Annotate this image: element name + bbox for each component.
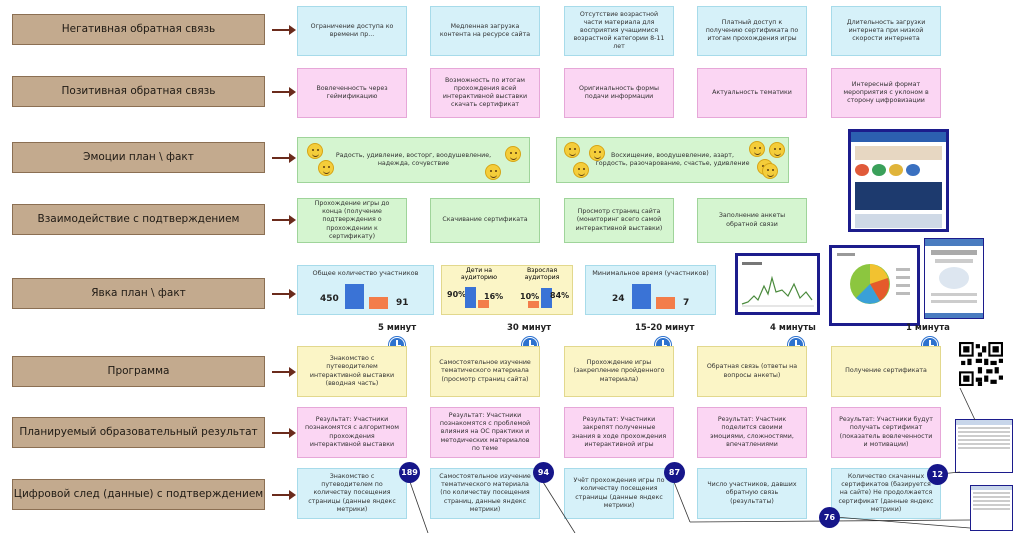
attendance-time-plan-bar — [632, 284, 651, 309]
audience-adults-title: Взрослая аудитория — [524, 267, 560, 282]
pie-chart-icon — [837, 253, 910, 304]
interaction-card: Просмотр страниц сайта (мониторинг всего… — [564, 198, 674, 243]
time-label: 5 минут — [378, 323, 417, 333]
digital-card: Учёт прохождения игры по количеству посе… — [564, 468, 674, 519]
count-badge: 12 — [927, 464, 948, 485]
count-badge: 94 — [533, 462, 554, 483]
arrow-digital — [272, 490, 296, 500]
negative-card: Ограничение доступа ко времени пр... — [297, 6, 407, 56]
arrow-positive — [272, 87, 296, 97]
emoji-icon — [307, 143, 323, 159]
audience-adults-fact: 84% — [550, 291, 570, 300]
attendance-total-fact-bar — [369, 297, 388, 309]
negative-card: Платный доступ к получению сертификата п… — [697, 6, 807, 56]
row-label-interaction: Взаимодействие с подтверждением — [12, 204, 265, 235]
planned-card: Результат: Участники закрепят полученные… — [564, 407, 674, 458]
pie-chart-screenshot — [829, 245, 920, 326]
time-label: 30 минут — [507, 323, 552, 333]
count-badge: 87 — [664, 462, 685, 483]
time-label: 4 минуты — [770, 323, 816, 333]
count-badge: 189 — [399, 462, 420, 483]
emoji-icon — [749, 141, 765, 157]
row-label-attendance: Явка план \ факт — [12, 278, 265, 309]
program-card: Получение сертификата — [831, 346, 941, 397]
line-chart-icon — [741, 262, 814, 307]
website-screenshot-thumbnail — [848, 129, 949, 232]
emoji-icon — [505, 146, 521, 162]
qr-code-icon — [959, 342, 1003, 386]
attendance-time-fact-bar — [656, 297, 675, 309]
row-label-negative: Негативная обратная связь — [12, 14, 265, 45]
program-card: Знакомство с путеводителем интерактивной… — [297, 346, 407, 397]
audience-children-plan: 90% — [447, 290, 467, 299]
positive-card: Возможность по итогам прохождения всей и… — [430, 68, 540, 118]
audience-children-fact-bar — [478, 300, 489, 308]
audience-adults-fact-bar — [528, 301, 539, 308]
attendance-card-total: Общее количество участников — [297, 265, 434, 315]
digital-card: Знакомство с путеводителем по количеству… — [297, 468, 407, 519]
emoji-icon — [573, 162, 589, 178]
negative-card: Отсутствие возрастной части материала дл… — [564, 6, 674, 56]
arrow-interaction — [272, 215, 296, 225]
attendance-total-title: Общее количество участников — [312, 269, 419, 277]
emoji-icon — [485, 164, 501, 180]
line-chart-screenshot — [735, 253, 820, 315]
interaction-card: Прохождение игры до конца (получение под… — [297, 198, 407, 243]
emoji-icon — [318, 160, 334, 176]
emoji-icon — [589, 145, 605, 161]
arrow-program — [272, 367, 296, 377]
planned-card: Результат: Участники познакомятся с проб… — [430, 407, 540, 458]
row-label-digital: Цифровой след (данные) с подтверждением — [12, 479, 265, 510]
row-label-positive: Позитивная обратная связь — [12, 76, 265, 107]
attendance-total-plan: 450 — [320, 294, 339, 304]
program-card: Обратная связь (ответы на вопросы анкеты… — [697, 346, 807, 397]
table-screenshot — [955, 419, 1013, 473]
attendance-time-plan: 24 — [612, 294, 625, 304]
row-label-emotions: Эмоции план \ факт — [12, 142, 265, 173]
arrow-attendance — [272, 289, 296, 299]
arrow-negative — [272, 25, 296, 35]
audience-children-fact: 16% — [484, 292, 504, 301]
digital-card: Самостоятельное изучение тематического м… — [430, 468, 540, 519]
attendance-time-title: Минимальное время (участников) — [592, 269, 709, 277]
audience-adults-plan: 10% — [520, 292, 540, 301]
planned-card: Результат: Участники будут получать серт… — [831, 407, 941, 458]
interaction-card: Заполнение анкеты обратной связи — [697, 198, 807, 243]
attendance-time-fact: 7 — [683, 298, 690, 308]
positive-card: Актуальность тематики — [697, 68, 807, 118]
row-label-program: Программа — [12, 356, 265, 387]
positive-card: Интересный формат мероприятия с уклоном … — [831, 68, 941, 118]
positive-card: Вовлеченность через геймификацию — [297, 68, 407, 118]
certificate-thumbnail — [924, 238, 984, 319]
audience-adults-plan-bar — [541, 288, 552, 308]
planned-card: Результат: Участник поделится своими эмо… — [697, 407, 807, 458]
digital-card: Количество скачанных сертификатов (базир… — [831, 468, 941, 519]
negative-card: Медленная загрузка контента на ресурсе с… — [430, 6, 540, 56]
time-label: 1 минута — [906, 323, 950, 333]
interaction-card: Скачивание сертификата — [430, 198, 540, 243]
program-card: Прохождение игры (закрепление пройденног… — [564, 346, 674, 397]
audience-children-plan-bar — [465, 287, 476, 308]
program-card: Самостоятельное изучение тематического м… — [430, 346, 540, 397]
emoji-icon — [762, 163, 778, 179]
count-badge: 76 — [819, 507, 840, 528]
arrow-planned — [272, 428, 296, 438]
digital-card: Число участников, давших обратную связь … — [697, 468, 807, 519]
planned-card: Результат: Участники познакомятся с алго… — [297, 407, 407, 458]
time-label: 15-20 минут — [635, 323, 695, 333]
audience-children-title: Дети на аудиторию — [460, 267, 498, 282]
emoji-icon — [564, 142, 580, 158]
arrow-emotions — [272, 153, 296, 163]
table-screenshot — [970, 485, 1013, 531]
attendance-total-fact: 91 — [396, 298, 409, 308]
emoji-icon — [769, 142, 785, 158]
negative-card: Длительность загрузки интернета при низк… — [831, 6, 941, 56]
attendance-total-plan-bar — [345, 284, 364, 309]
positive-card: Оригинальность формы подачи информации — [564, 68, 674, 118]
row-label-planned: Планируемый образовательный результат — [12, 417, 265, 448]
